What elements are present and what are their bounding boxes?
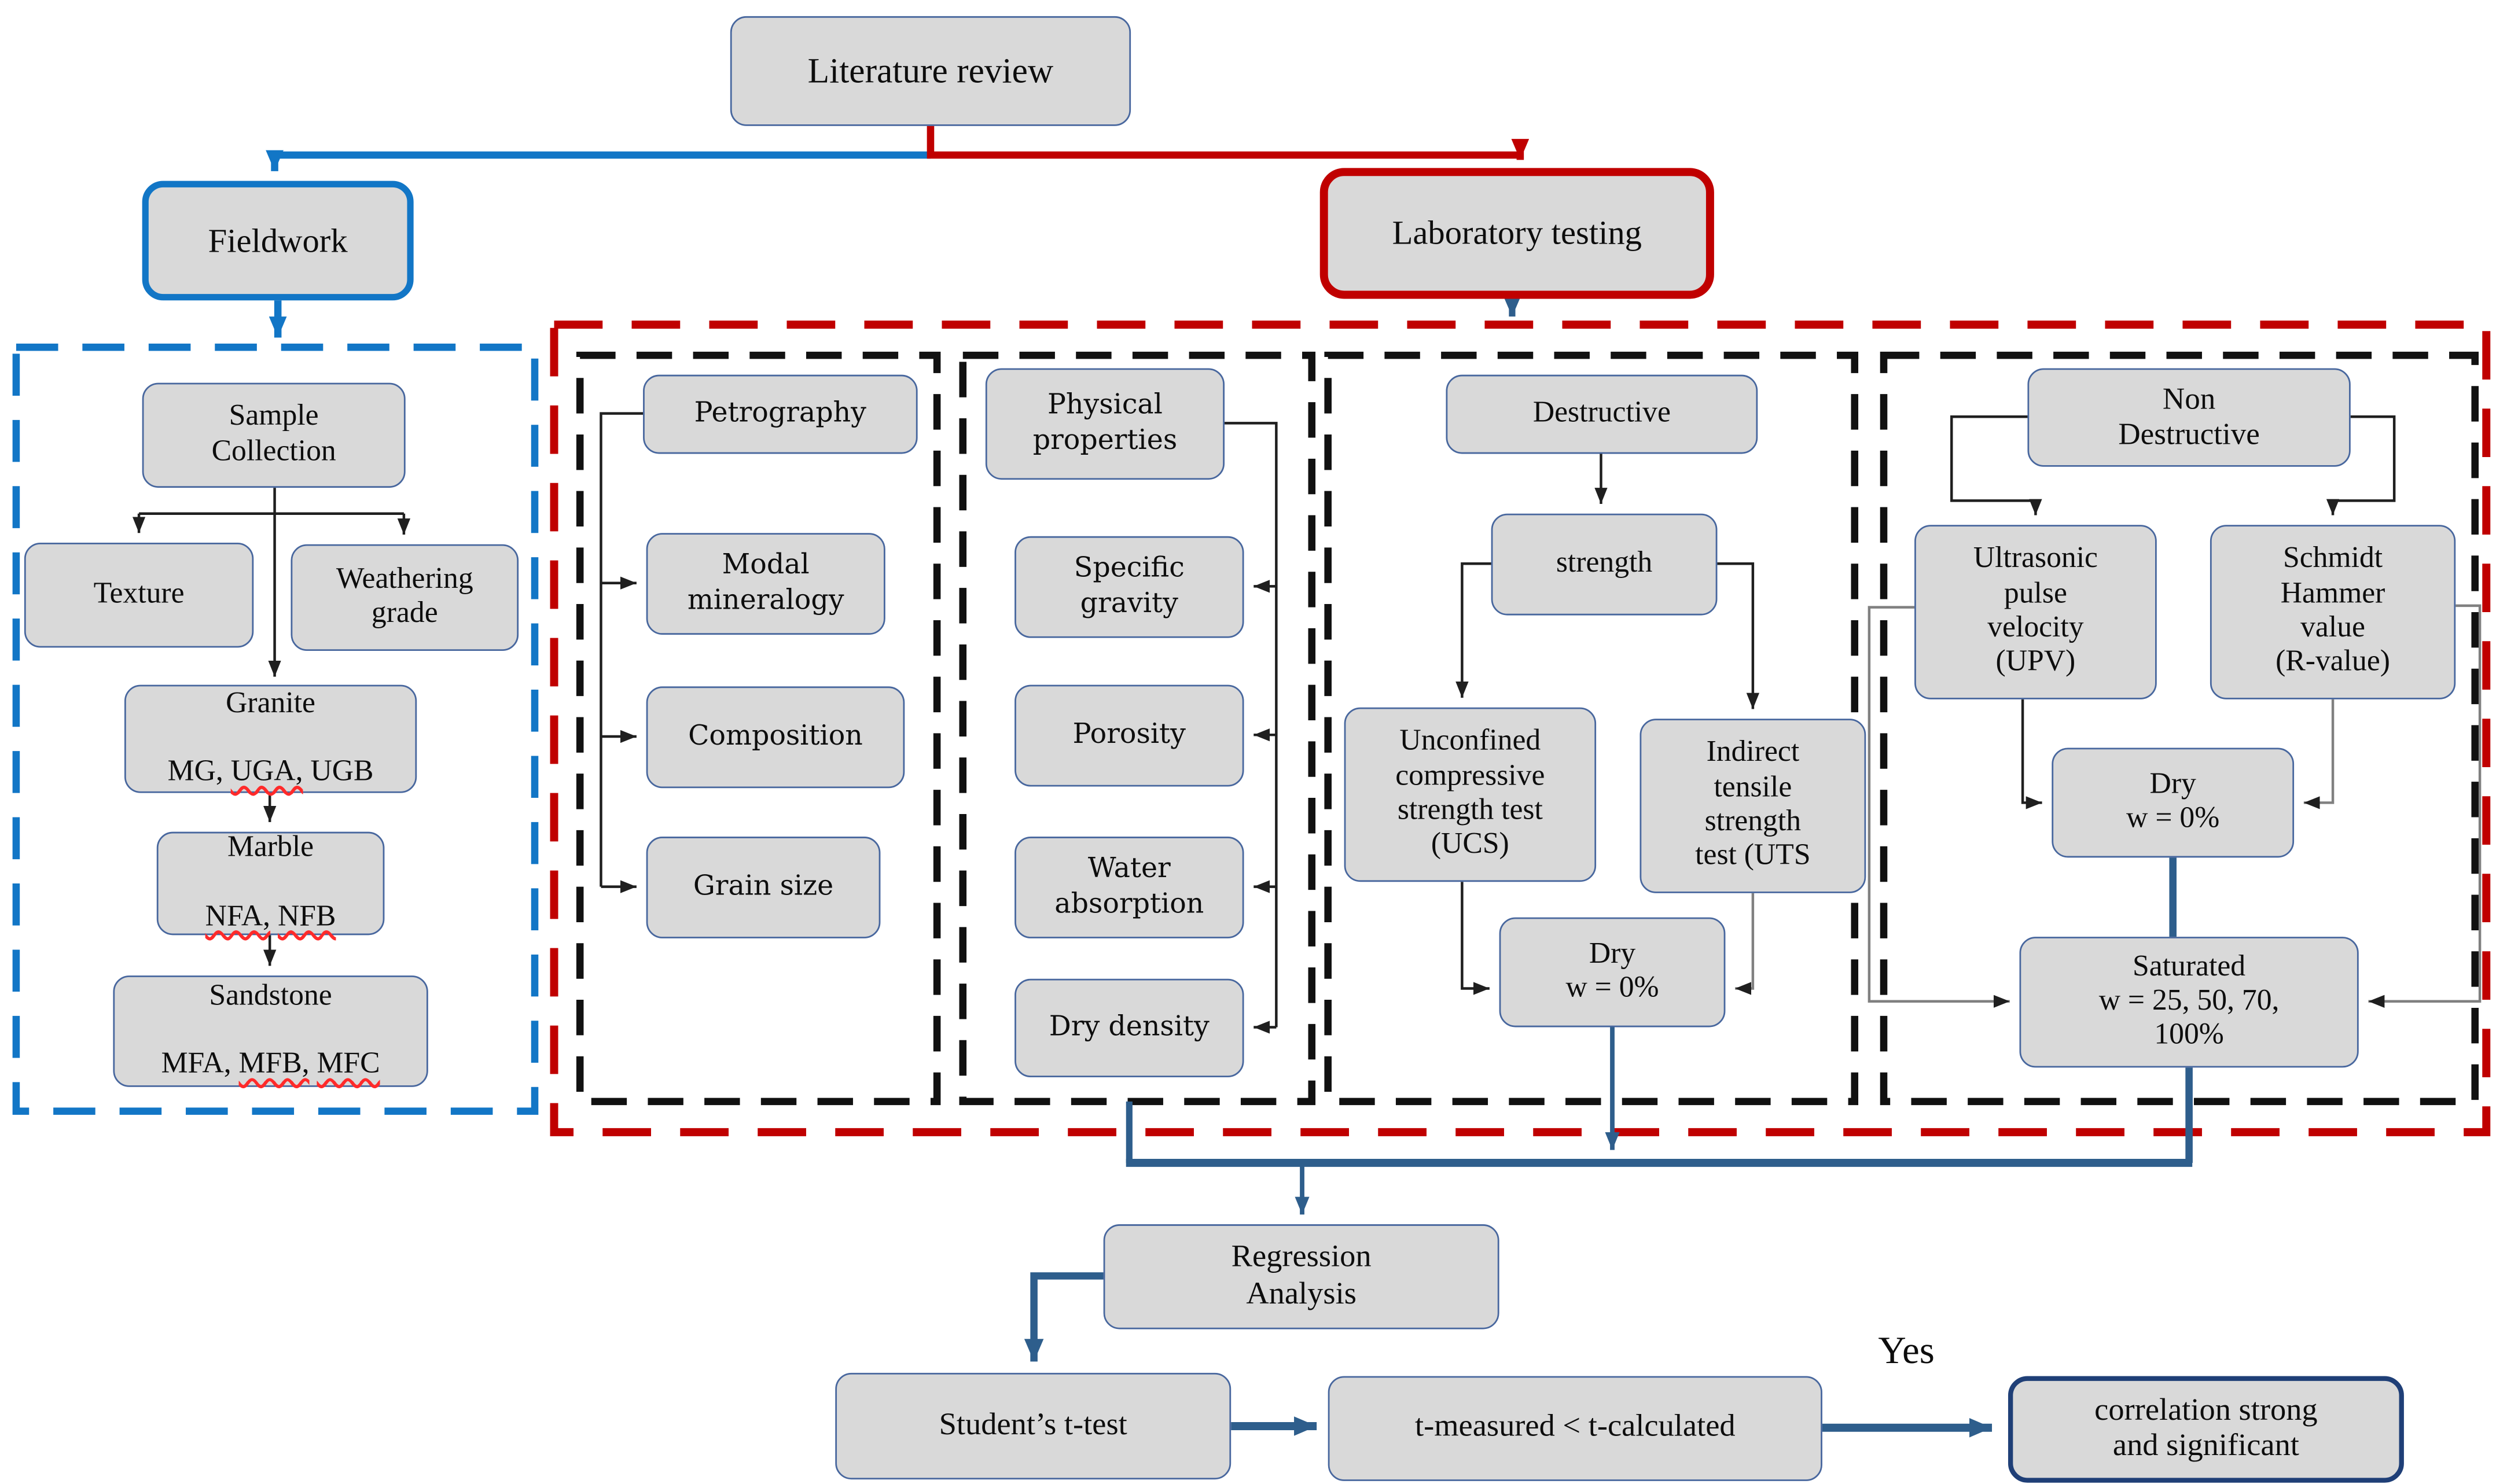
nondestructive-connectors xyxy=(1868,415,2482,1163)
physical-group-border xyxy=(959,351,1316,1106)
petrography-connectors xyxy=(600,412,644,893)
group-borders xyxy=(12,321,2491,1136)
laboratory-group-border xyxy=(550,321,2491,1136)
spellcheck-underline: NFB xyxy=(277,900,336,933)
destructive-group-border xyxy=(1324,351,1859,1106)
node-regression-analysis: Regression Analysis xyxy=(1103,1224,1499,1330)
node-non-destructive: Non Destructive xyxy=(2027,368,2351,467)
top-split-connectors xyxy=(266,126,1530,338)
spellcheck-underline: NFA, xyxy=(205,900,271,933)
node-texture: Texture xyxy=(24,542,254,648)
node-sandstone: Sandstone MFA, MFB, MFC xyxy=(113,975,428,1087)
node-schmidt-hammer: Schmidt Hammer value (R-value) xyxy=(2210,525,2456,699)
node-correlation-result: correlation strong and significant xyxy=(2008,1376,2404,1483)
node-strength: strength xyxy=(1491,513,1718,616)
fieldwork-connectors xyxy=(132,488,411,966)
node-uts: Indirect tensile strength test (UTS xyxy=(1640,719,1866,893)
destructive-connectors xyxy=(1455,454,1760,1150)
physical-connectors xyxy=(1225,422,1278,1034)
node-fieldwork: Fieldwork xyxy=(142,181,414,301)
node-weathering-grade: Weathering grade xyxy=(291,544,519,651)
node-destructive: Destructive xyxy=(1446,374,1758,454)
node-dry-density: Dry density xyxy=(1014,978,1244,1077)
node-composition: Composition xyxy=(646,686,905,789)
node-sample-collection: Sample Collection xyxy=(142,382,406,488)
node-modal-mineralogy: Modal mineralogy xyxy=(646,533,885,635)
node-laboratory-testing: Laboratory testing xyxy=(1319,168,1714,299)
node-ucs: Unconfined compressive strength test (UC… xyxy=(1344,707,1597,882)
node-dry-nondestructive: Dry w = 0% xyxy=(2052,747,2295,858)
spellcheck-underline: MFB, xyxy=(238,1048,310,1081)
spellcheck-underline: UGA, xyxy=(230,756,303,789)
node-specific-gravity: Specific gravity xyxy=(1014,536,1244,638)
node-physical-properties: Physical properties xyxy=(985,368,1225,480)
node-water-absorption: Water absorption xyxy=(1014,837,1244,938)
node-saturated: Saturated w = 25, 50, 70, 100% xyxy=(2019,937,2359,1068)
node-petrography: Petrography xyxy=(643,374,918,454)
node-grain-size: Grain size xyxy=(646,837,881,938)
node-literature-review: Literature review xyxy=(730,16,1131,126)
node-student-ttest: Student’s t-test xyxy=(835,1372,1232,1480)
node-dry-destructive: Dry w = 0% xyxy=(1499,917,1726,1028)
node-granite: Granite MG, UGA, UGB xyxy=(124,684,417,793)
node-t-comparison: t-measured < t-calculated xyxy=(1328,1376,1822,1481)
spellcheck-underline: MFC xyxy=(317,1048,380,1081)
fieldwork-group-border xyxy=(12,343,539,1115)
yes-label: Yes xyxy=(1878,1331,1935,1373)
node-marble: Marble NFA, NFB xyxy=(156,831,385,936)
bottom-flow-connectors xyxy=(1024,1101,2193,1438)
nondestructive-group-border xyxy=(1880,351,2479,1106)
node-upv: Ultrasonic pulse velocity (UPV) xyxy=(1914,525,2157,699)
node-porosity: Porosity xyxy=(1014,684,1244,787)
petrography-group-border xyxy=(576,351,941,1106)
